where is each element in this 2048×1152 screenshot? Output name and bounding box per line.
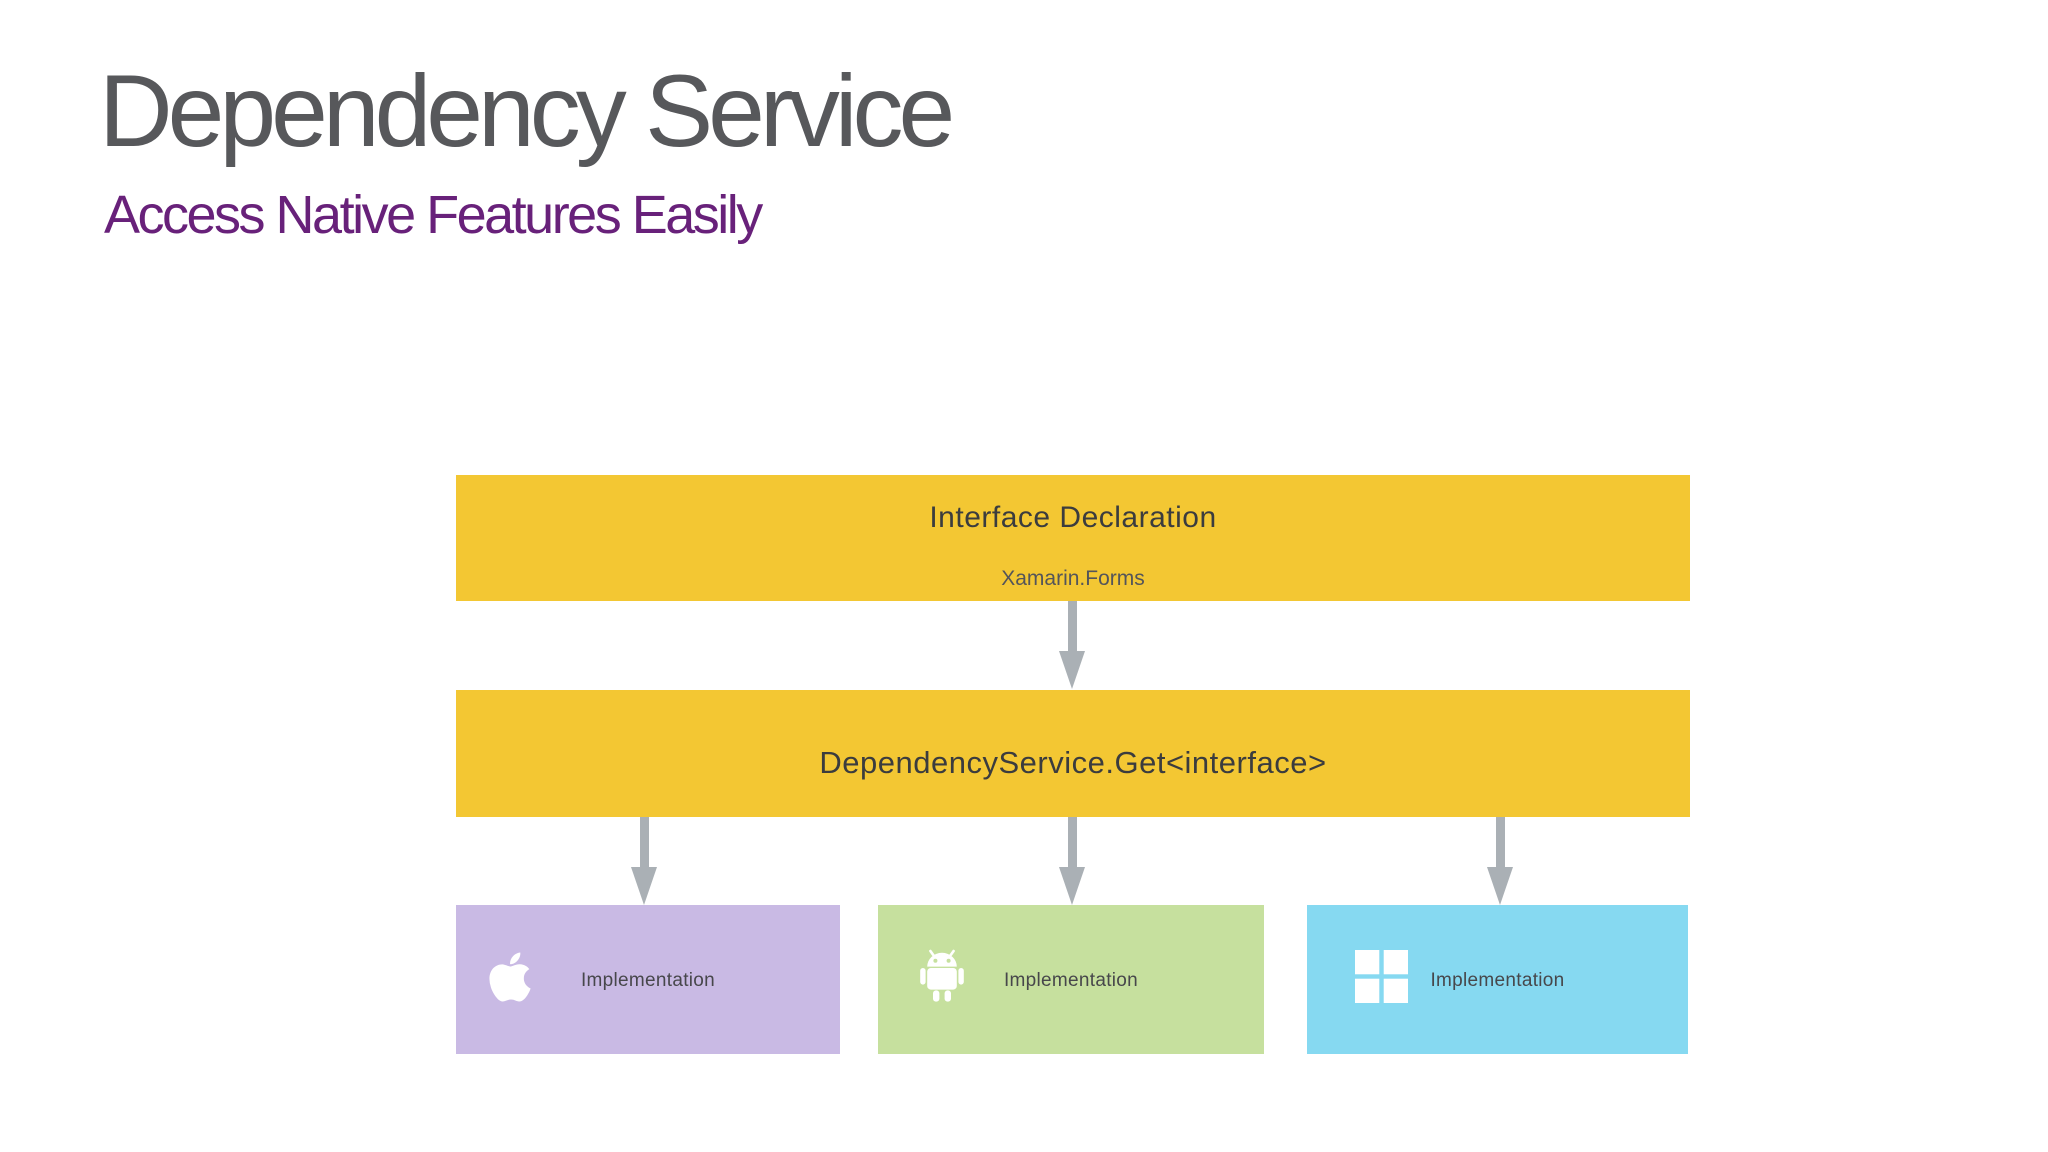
implementation-label: Implementation: [580, 969, 716, 991]
apple-icon: [489, 949, 531, 1010]
arrow-head: [1059, 867, 1085, 905]
implementation-box-windows: Implementation: [1307, 905, 1688, 1054]
implementation-label: Implementation: [1003, 969, 1139, 991]
implementation-box-android: Implementation: [878, 905, 1264, 1054]
android-icon: [918, 948, 966, 1009]
dependency-service-box: DependencyService.Get<interface>: [456, 690, 1690, 817]
service-box-label: DependencyService.Get<interface>: [819, 745, 1327, 780]
page-title: Dependency Service: [99, 54, 955, 168]
implementation-label: Implementation: [1430, 969, 1565, 991]
interface-box-subtitle: Xamarin.Forms: [1001, 567, 1145, 590]
arrow-shaft: [639, 817, 649, 867]
arrow-down-icon: [1487, 817, 1513, 905]
arrow-shaft: [1067, 817, 1077, 867]
windows-icon: [1355, 950, 1408, 1008]
arrow-down-icon: [1059, 817, 1085, 905]
arrow-shaft: [1495, 817, 1505, 867]
arrow-down-icon: [631, 817, 657, 905]
implementation-box-ios: Implementation: [456, 905, 840, 1054]
arrow-shaft: [1067, 601, 1077, 651]
arrow-head: [1487, 867, 1513, 905]
page-subtitle: Access Native Features Easily: [104, 185, 763, 245]
interface-box-title: Interface Declaration: [929, 501, 1217, 534]
interface-declaration-box: Interface Declaration Xamarin.Forms: [456, 475, 1690, 601]
arrow-down-icon: [1059, 601, 1085, 689]
arrow-head: [1059, 651, 1085, 689]
arrow-head: [631, 867, 657, 905]
